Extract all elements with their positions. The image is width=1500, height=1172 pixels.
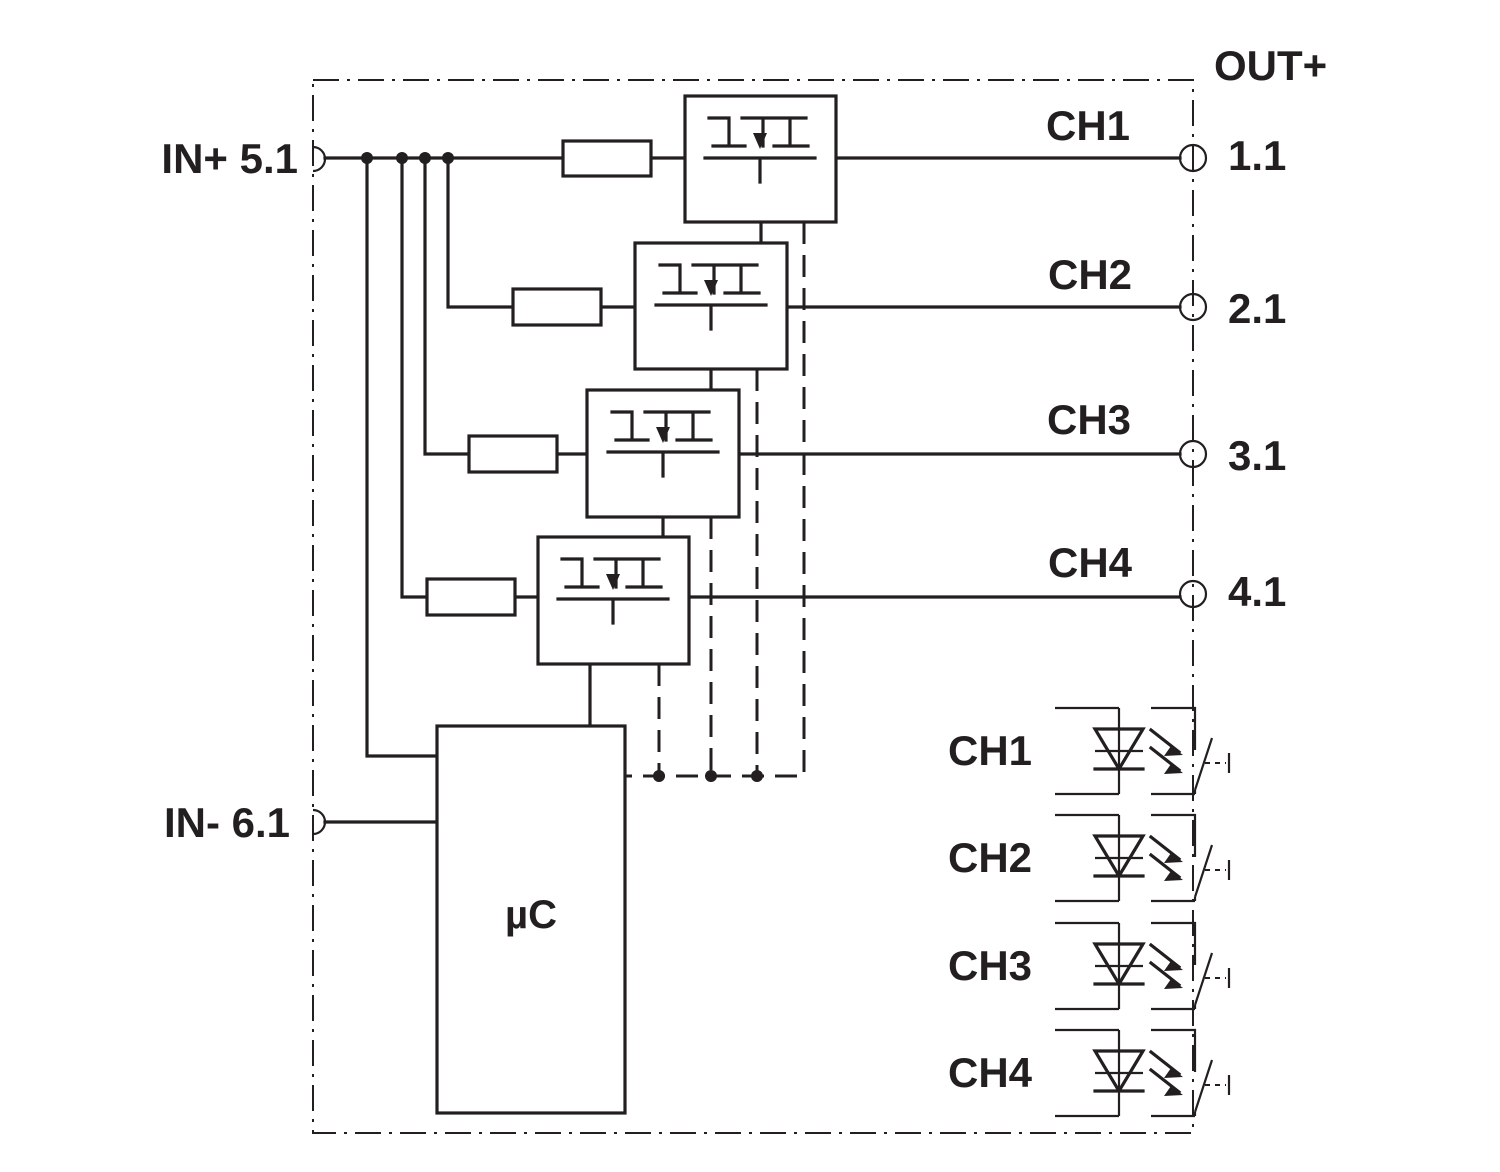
channel-label: CH4 [1048,539,1133,586]
branch-ch2 [446,156,637,309]
channel-label: CH1 [1046,102,1130,149]
channel-label: CH2 [1048,251,1132,298]
fuse-ch4 [425,577,517,617]
output-terminal-circle [1178,579,1208,609]
led-relay-icon [1053,1028,1231,1118]
in-minus-label: IN- 6.1 [164,799,290,846]
junction-dot [396,152,408,164]
fuse-ch3 [467,434,559,474]
led-channel-label: CH2 [948,834,1032,881]
junction-dot [653,770,665,782]
output-terminal-circle [1178,143,1208,173]
in-plus-terminal [312,145,327,173]
junction-dot [419,152,431,164]
in-minus-terminal [312,808,327,836]
out-plus-header: OUT+ [1214,42,1327,89]
led-relay-icon [1053,813,1231,903]
output-terminal-circle [1178,439,1208,469]
junction-dot [361,152,373,164]
output-terminal-label: 1.1 [1228,132,1286,179]
junction-dot [751,770,763,782]
output-terminal-label: 2.1 [1228,285,1286,332]
microcontroller-label: µC [505,893,557,937]
fuse-ch2 [511,287,603,327]
fuse-ch1 [561,139,653,178]
control-line-ch1 [625,222,806,778]
junction-dot [442,152,454,164]
led-channel-label: CH4 [948,1049,1033,1096]
branch-ch4 [400,156,540,599]
output-terminal-circle [1178,292,1208,322]
in-plus-label: IN+ 5.1 [161,135,298,182]
output-terminal-label: 3.1 [1228,432,1286,479]
channel-label: CH3 [1047,396,1131,443]
led-channel-label: CH1 [948,727,1032,774]
microcontroller-block [435,724,627,1115]
led-relay-icon [1053,921,1231,1011]
junction-dot [705,770,717,782]
led-relay-icon [1053,706,1231,796]
output-terminal-label: 4.1 [1228,568,1286,615]
branch-uc [365,156,439,758]
led-channel-label: CH3 [948,942,1032,989]
